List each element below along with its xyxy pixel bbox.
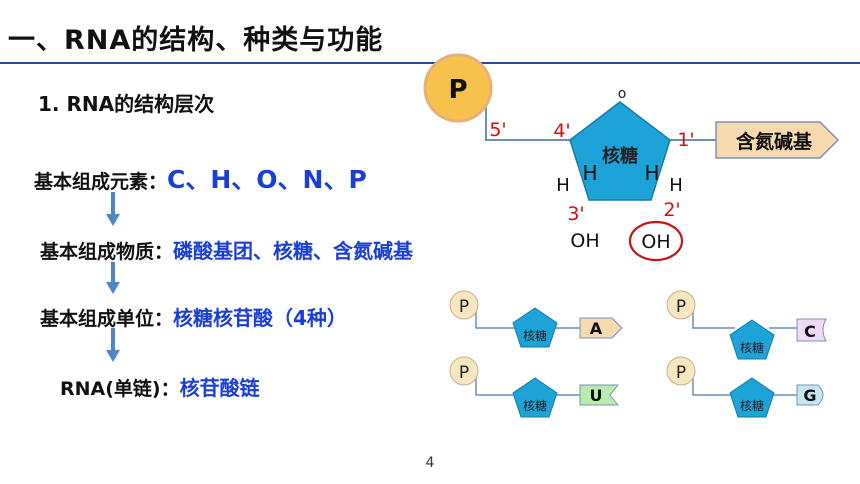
phosphate-label: P	[459, 363, 469, 383]
carbon-1-label: 1'	[677, 129, 694, 151]
sugar-label: 核糖	[602, 145, 638, 167]
ring-oxygen-label: o	[618, 86, 627, 102]
oh-2-highlight	[628, 220, 684, 262]
down-arrow-icon	[106, 328, 120, 362]
nucleotide-c: P 核糖 C	[666, 290, 827, 360]
sugar-label: 核糖	[740, 398, 764, 413]
phosphate-label: P	[676, 363, 686, 383]
down-arrow-icon	[106, 262, 120, 294]
ribose-pentagon	[569, 101, 671, 201]
oh-2-label: OH	[641, 231, 670, 253]
level-substances-value: 磷酸基团、核糖、含氮碱基	[173, 239, 414, 263]
page-number: 4	[425, 455, 435, 471]
nucleotide-g: P 核糖 G	[666, 356, 824, 418]
base-g-label: G	[803, 386, 816, 405]
section-subtitle: 1. RNA的结构层次	[38, 92, 215, 116]
phosphate-label: P	[459, 297, 469, 317]
h-label: H	[644, 161, 659, 185]
carbon-3-label: 3'	[567, 203, 584, 225]
level-elements: 基本组成元素：C、H、O、N、P	[34, 160, 367, 196]
nucleotide-u: P 核糖 U	[449, 356, 620, 418]
sugar-label: 核糖	[523, 398, 547, 413]
level-elements-value: C、H、O、N、P	[167, 165, 367, 194]
page-title: 一、RNA的结构、种类与功能	[8, 25, 384, 56]
level-unit-value: 核糖核苷酸（4种）	[173, 306, 347, 330]
sugar-label: 核糖	[740, 340, 764, 355]
phosphate-circle	[423, 53, 493, 123]
level-substances: 基本组成物质：磷酸基团、核糖、含氮碱基	[40, 235, 413, 264]
phosphate-label: P	[448, 75, 467, 105]
h-label: H	[669, 175, 683, 196]
carbon-5-label: 5'	[489, 119, 506, 141]
carbon-4-label: 4'	[553, 120, 570, 142]
nucleotide-a: P 核糖 A	[449, 290, 623, 348]
title-underline	[0, 62, 860, 64]
hierarchy-arrows	[106, 192, 120, 362]
oh-3-label: OH	[570, 230, 599, 252]
base-label: 含氮碱基	[736, 130, 813, 153]
level-chain-value: 核苷酸链	[179, 376, 260, 400]
h-label: H	[556, 175, 570, 196]
level-chain: RNA(单链)：核苷酸链	[60, 372, 260, 401]
level-unit: 基本组成单位：核糖核苷酸（4种）	[40, 302, 347, 331]
phosphate-label: P	[676, 297, 686, 317]
h-label: H	[582, 161, 597, 185]
base-c-label: C	[804, 322, 816, 341]
base-a-label: A	[590, 319, 603, 338]
base-box	[715, 121, 840, 159]
base-u-label: U	[590, 386, 603, 405]
level-unit-label: 基本组成单位：	[40, 308, 174, 330]
down-arrow-icon	[106, 192, 120, 226]
carbon-2-label: 2'	[663, 199, 680, 221]
level-chain-label: RNA(单链)：	[60, 378, 180, 400]
level-elements-label: 基本组成元素：	[34, 171, 168, 193]
sugar-label: 核糖	[523, 328, 547, 343]
level-substances-label: 基本组成物质：	[40, 241, 174, 263]
